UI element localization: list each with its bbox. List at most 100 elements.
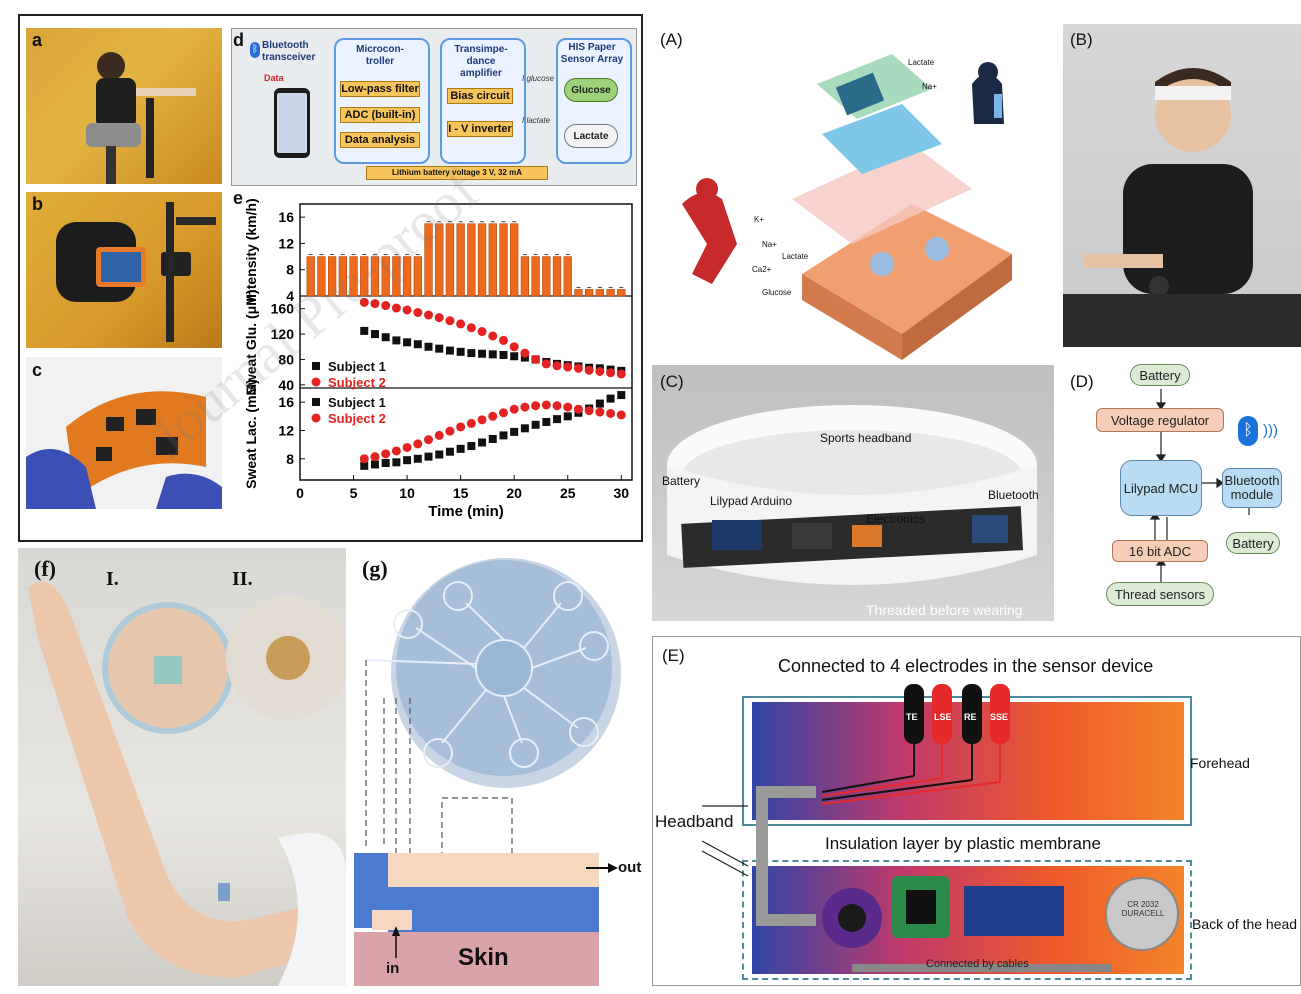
block-low-pass-filter: Low-pass filter — [340, 81, 420, 97]
data-point-circle — [466, 418, 476, 428]
chart-e-frame — [299, 203, 633, 481]
data-point-circle — [616, 410, 626, 420]
data-point-circle — [391, 303, 401, 313]
y-tick-label: 16 — [278, 209, 294, 225]
E-sse: SSE — [990, 712, 1009, 722]
data-point-circle — [359, 297, 369, 307]
data-point-square — [392, 336, 401, 345]
data-point-circle — [606, 368, 616, 378]
photo-f-arm-patch — [18, 548, 346, 986]
data-point-circle — [509, 404, 519, 414]
y-tick-label: 160 — [271, 301, 295, 317]
label-i-glucose: I glucose — [522, 74, 555, 83]
data-point-circle — [541, 359, 551, 369]
photo-B-headband-cyclist — [1063, 24, 1301, 347]
bar — [456, 223, 465, 297]
bar — [370, 256, 380, 297]
photo-c-flexible-board — [26, 357, 222, 509]
E-te: TE — [906, 712, 918, 722]
C-bluetooth: Bluetooth — [988, 488, 1039, 502]
data-point-circle — [531, 354, 541, 364]
legend-label: Subject 1 — [328, 395, 386, 410]
bar — [477, 223, 487, 297]
label-i: I. — [106, 568, 119, 590]
bar — [381, 256, 390, 297]
arm-illustration-f — [28, 581, 346, 986]
legend-label: Subject 1 — [328, 359, 386, 374]
data-point-circle — [595, 367, 605, 377]
bar — [360, 256, 369, 297]
y-axis-label: Sweat Lac. (mM) — [243, 379, 259, 489]
E-cables: Connected by cables — [926, 958, 1029, 970]
x-tick-label: 30 — [614, 485, 630, 501]
C-threaded: Threaded before wearing — [866, 602, 1023, 618]
data-point-square — [467, 442, 476, 451]
panel-A-wearable — [652, 24, 1056, 360]
label-his-paper: HIS Paper Sensor Array — [560, 42, 624, 65]
E-electrodes — [701, 684, 1179, 972]
bar — [327, 256, 337, 297]
label-a: a — [32, 30, 43, 50]
data-point-square — [456, 444, 465, 453]
D-battery-bottom: Battery — [1226, 532, 1280, 554]
data-point-circle — [584, 365, 594, 375]
label-e: e — [233, 188, 244, 208]
data-point-square — [403, 338, 412, 347]
data-point-circle — [456, 319, 466, 329]
bar — [542, 256, 551, 297]
bar — [574, 289, 583, 297]
x-tick-label: 10 — [399, 485, 415, 501]
A-na: Na+ — [762, 240, 777, 249]
bar — [531, 256, 540, 297]
data-point-square — [531, 420, 540, 429]
y-tick-label: 8 — [286, 451, 294, 467]
data-point-square — [360, 326, 369, 335]
data-point-square — [370, 460, 379, 469]
C-lilypad: Lilypad Arduino — [710, 494, 793, 508]
label-d: d — [233, 30, 244, 50]
E-back-of-head: Back of the head — [1192, 916, 1298, 932]
flexible-pcb-illustration-c — [26, 391, 222, 509]
data-point-circle — [424, 310, 434, 320]
lactate-sensor-d: Lactate — [564, 124, 618, 148]
wearable-sensor-illustration-A — [682, 54, 1012, 360]
E-title: Connected to 4 electrodes in the sensor … — [778, 656, 1154, 676]
panel-g-microfluidic — [346, 548, 643, 986]
photo-a-cycling — [26, 28, 222, 184]
x-tick-label: 15 — [453, 485, 469, 501]
data-point-square — [403, 456, 412, 465]
y-tick-label: 80 — [278, 351, 294, 367]
data-point-square — [381, 459, 390, 468]
E-lse: LSE — [934, 712, 952, 722]
data-point-circle — [424, 435, 434, 445]
data-point-circle — [563, 402, 573, 412]
label-skin: Skin — [458, 944, 509, 971]
y-tick-label: 4 — [286, 288, 294, 304]
label-bluetooth-transceiver: Bluetooth transceiver — [262, 40, 316, 63]
C-electronics: Electronics — [866, 512, 925, 526]
D-wireless-icon: ))) — [1263, 422, 1278, 439]
data-point-circle — [595, 407, 605, 417]
data-point-circle — [616, 369, 626, 379]
data-point-circle — [520, 348, 530, 358]
data-point-circle — [381, 449, 391, 459]
E-headband: Headband — [655, 812, 734, 831]
block-bias-circuit: Bias circuit — [447, 88, 513, 104]
bar — [488, 223, 497, 297]
data-point-square — [435, 450, 444, 459]
data-point-square — [360, 461, 369, 470]
label-f: (f) — [34, 556, 56, 581]
D-16bit-adc: 16 bit ADC — [1112, 540, 1208, 562]
data-point-square — [553, 415, 562, 424]
data-point-circle — [552, 401, 562, 411]
C-battery: Battery — [662, 474, 701, 488]
data-point-circle — [509, 342, 519, 352]
D-bluetooth-module: Bluetooth module — [1222, 468, 1282, 508]
y-axis-label: Sweat Glu. (μM) — [243, 289, 259, 394]
y-tick-label: 12 — [278, 422, 294, 438]
data-point-square — [370, 330, 379, 339]
y-tick-label: 40 — [278, 377, 294, 393]
data-point-square — [424, 452, 433, 461]
data-point-square — [563, 412, 572, 421]
